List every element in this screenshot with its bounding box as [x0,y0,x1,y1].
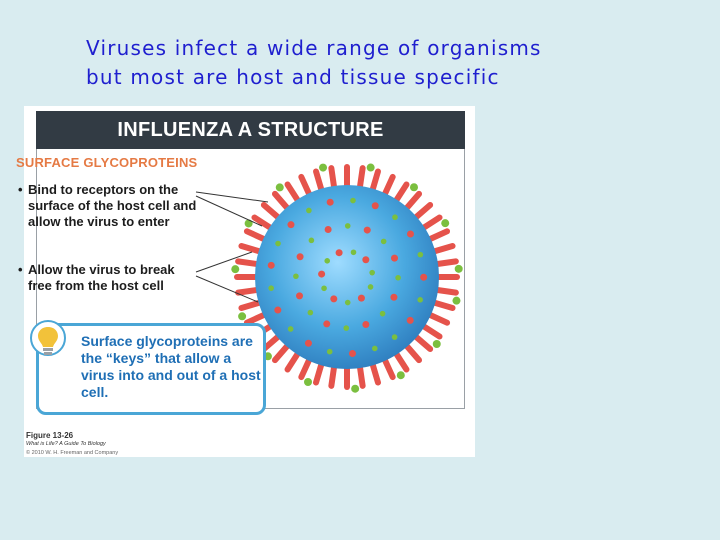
surface-protein [307,309,314,316]
surface-protein [287,221,295,229]
glycoprotein-knob [275,183,284,192]
surface-protein [287,326,294,332]
surface-protein [295,292,303,300]
surface-protein [417,297,423,303]
figure-caption: Figure 13-26 What is Life? A Guide To Bi… [26,431,118,458]
surface-protein [293,273,299,280]
figure-copyright: © 2010 W. H. Freeman and Company [26,450,119,456]
surface-protein [306,207,312,214]
glycoprotein-knob [304,377,313,386]
slide-title-line-1: Viruses infect a wide range of organisms [86,36,542,60]
glycoprotein-knob [366,163,375,172]
surface-protein [344,299,351,306]
surface-protein [343,325,350,331]
glycoprotein-knob [441,219,450,228]
glycoprotein-knob [351,384,360,393]
surface-protein [321,285,327,292]
figure-source: What is Life? A Guide To Biology [26,441,106,447]
surface-protein [318,270,326,278]
surface-protein [344,223,351,229]
bullet-item-1: • Bind to receptors on the surface of th… [18,182,198,230]
slide-title-line-2: but most are host and tissue specific [86,65,500,89]
bullet-text-1: Bind to receptors on the surface of the … [28,182,197,229]
surface-protein [324,225,332,233]
glycoprotein-knob [432,339,441,348]
glycoprotein-knob [231,265,240,274]
glycoprotein-knob [244,219,253,228]
section-heading: SURFACE GLYCOPROTEINS [16,155,198,170]
surface-protein [406,316,414,324]
bullet-marker: • [18,182,23,197]
glycoprotein-knob [319,163,328,172]
surface-protein [275,240,281,247]
surface-protein [379,310,386,317]
surface-protein [362,321,370,329]
surface-protein [357,294,365,302]
influenza-virus-illustration [231,163,463,393]
surface-protein [395,274,401,281]
surface-protein [391,334,398,340]
virus-envelope [255,185,439,369]
surface-protein [268,285,274,291]
surface-protein [417,251,424,258]
surface-protein [296,253,304,261]
surface-protein [350,197,356,204]
bullet-item-2: • Allow the virus to break free from the… [18,262,198,294]
surface-protein [371,202,379,210]
surface-protein [369,269,375,276]
surface-protein [304,339,312,347]
surface-protein [350,249,357,256]
callout-box: Surface glycoproteins are the “keys” tha… [36,323,266,415]
figure-banner: INFLUENZA A STRUCTURE [36,111,465,149]
surface-protein [371,345,378,352]
glycoprotein-knob [452,296,461,305]
glycoprotein-knob [238,312,247,321]
surface-protein [362,256,370,264]
surface-protein [406,230,414,238]
surface-protein [380,238,387,245]
surface-protein [330,295,338,303]
surface-protein [323,320,331,328]
surface-protein [326,198,334,206]
slide-title: Viruses infect a wide range of organisms… [86,34,686,92]
surface-protein [274,306,282,314]
bullet-text-2: Allow the virus to break free from the h… [28,262,175,293]
glycoprotein-knob [454,264,463,273]
surface-protein [324,258,331,264]
surface-protein [308,237,315,244]
surface-protein [348,349,356,357]
surface-protein [392,214,398,221]
callout-text: Surface glycoproteins are the “keys” tha… [81,333,261,400]
lightbulb-icon [30,320,66,356]
surface-protein [267,261,275,269]
glycoprotein-knob [409,183,418,192]
surface-protein [326,348,333,355]
bullet-marker: • [18,262,23,277]
surface-protein [420,273,428,281]
surface-protein [367,284,374,290]
surface-protein [390,293,398,301]
surface-protein [335,249,343,257]
figure-number: Figure 13-26 [26,431,74,440]
surface-protein [363,226,371,234]
surface-protein [391,254,399,262]
glycoprotein-knob [396,371,405,380]
